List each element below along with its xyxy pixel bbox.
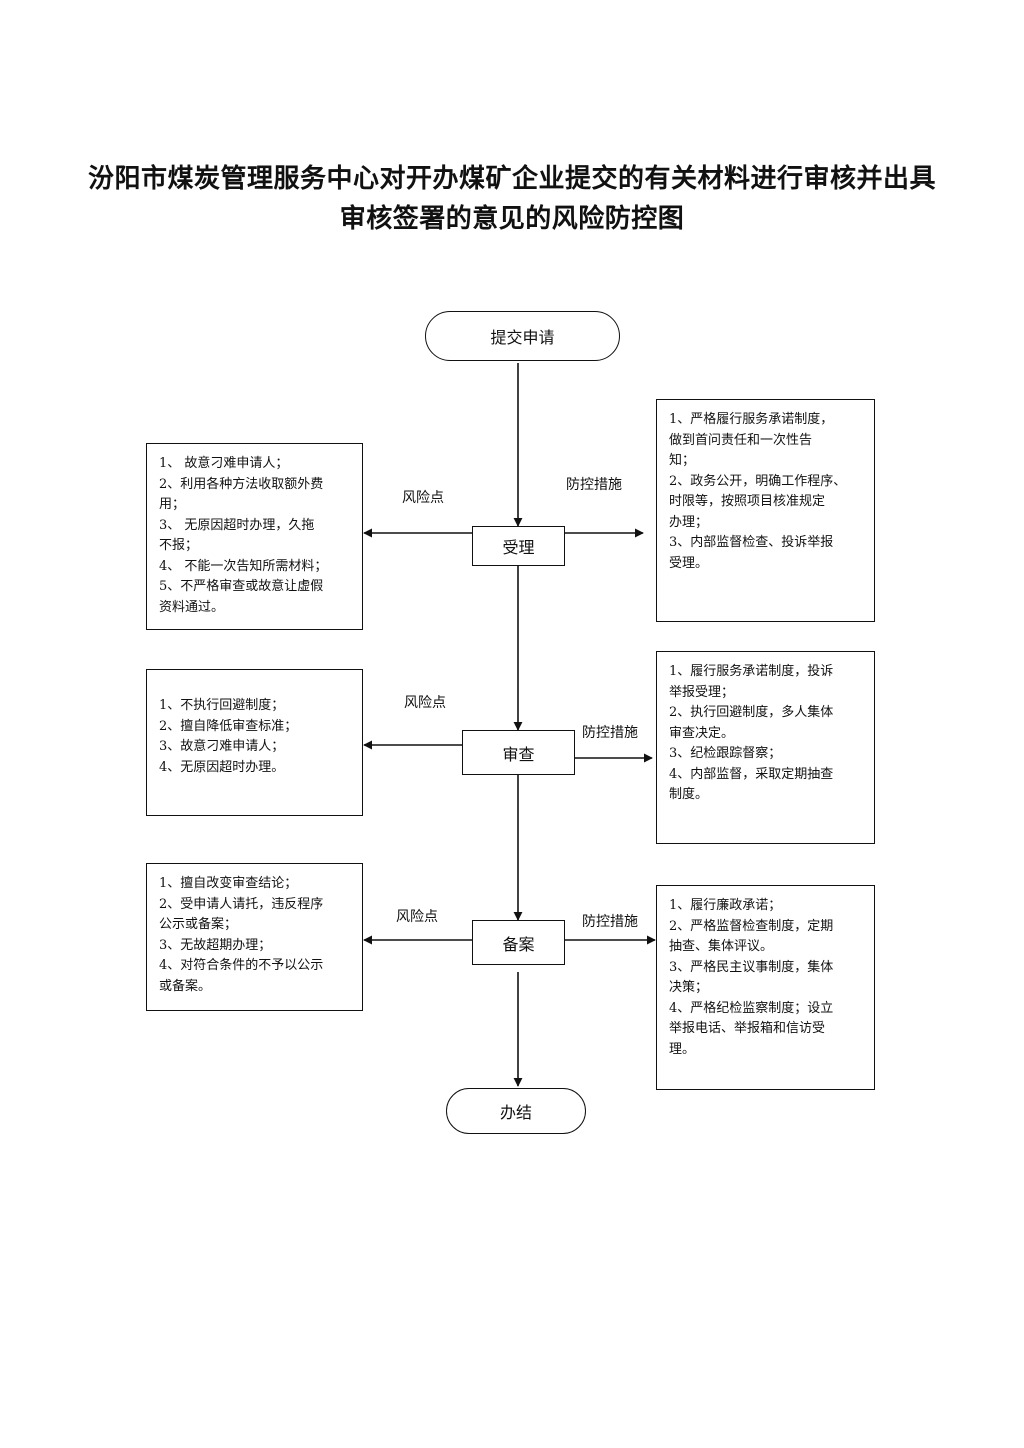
list-item: 1、擅自改变审查结论； <box>159 876 298 891</box>
list-item: 制度。 <box>669 787 709 802</box>
list-item: 4、对符合条件的不予以公示 <box>159 958 324 973</box>
list-item: 时限等，按照项目核准规定 <box>669 494 826 509</box>
list-item: 决策； <box>669 980 709 995</box>
list-item: 1、 故意刁难申请人； <box>159 456 289 471</box>
list-item: 1、严格履行服务承诺制度， <box>669 412 834 427</box>
list-item: 受理。 <box>669 555 709 571</box>
accept-risk-label: 风险点 <box>402 490 444 506</box>
list-item: 4、无原因超时办理。 <box>159 759 285 775</box>
list-item: 2、政务公开，明确工作程序、 <box>669 473 847 489</box>
list-item: 3、严格民主议事制度，集体 <box>669 959 834 975</box>
list-item: 5、不严格审查或故意让虚假 <box>159 579 324 594</box>
list-item: 4、 不能一次告知所需材料； <box>159 558 328 574</box>
list-item: 2、受申请人请托，违反程序 <box>159 896 324 912</box>
accept-control-box: 1、严格履行服务承诺制度， 做到首问责任和一次性告知； 2、政务公开，明确工作程序、… <box>656 399 875 622</box>
record-risk-box: 1、擅自改变审查结论； 2、受申请人请托，违反程序公示或备案； 3、无故超期办理； 4… <box>146 863 363 1011</box>
list-item: 2、擅自降低审查标准； <box>159 718 298 734</box>
list-item: 资料通过。 <box>159 599 225 615</box>
review-risk-label: 风险点 <box>404 695 446 711</box>
list-item: 3、无故超期办理； <box>159 937 272 953</box>
accept-control-label: 防控措施 <box>566 477 622 493</box>
list-item: 做到首问责任和一次性告 <box>669 432 813 448</box>
list-item: 2、执行回避制度，多人集体 <box>669 705 834 720</box>
list-item: 1、履行服务承诺制度，投诉 <box>669 664 834 679</box>
end-node: 办结 <box>446 1088 586 1134</box>
review-risk-box: 1、不执行回避制度； 2、擅自降低审查标准； 3、故意刁难申请人； 4、无原因超时办理… <box>146 669 363 816</box>
list-item: 公示或备案； <box>159 917 238 932</box>
list-item: 2、利用各种方法收取额外费 <box>159 476 324 492</box>
review-control-label: 防控措施 <box>582 725 638 741</box>
list-item: 3、 无原因超时办理，久拖 <box>159 517 315 533</box>
list-item: 4、严格纪检监察制度；设立 <box>669 1000 834 1016</box>
list-item: 举报受理； <box>669 684 735 700</box>
list-item: 审查决定。 <box>669 725 735 741</box>
list-item: 3、故意刁难申请人； <box>159 739 285 754</box>
list-item: 4、内部监督，采取定期抽查 <box>669 766 834 782</box>
accept-node: 受理 <box>472 526 565 566</box>
record-risk-label: 风险点 <box>396 909 438 925</box>
list-item: 1、不执行回避制度； <box>159 698 285 713</box>
record-control-label: 防控措施 <box>582 914 638 930</box>
list-item: 3、内部监督检查、投诉举报 <box>669 535 834 550</box>
accept-risk-box: 1、 故意刁难申请人； 2、利用各种方法收取额外费用； 3、 无原因超时办理，久拖不… <box>146 443 363 630</box>
diagram-title-line-2: 审核签署的意见的风险防控图 <box>339 204 685 234</box>
list-item: 办理； <box>669 514 709 530</box>
list-item: 2、严格监督检查制度，定期 <box>669 918 834 934</box>
list-item: 3、纪检跟踪督察； <box>669 746 782 761</box>
list-item: 知； <box>669 453 696 468</box>
record-node: 备案 <box>472 920 565 965</box>
list-item: 或备案。 <box>159 978 212 994</box>
list-item: 不报； <box>159 538 199 553</box>
review-node: 审查 <box>462 730 575 775</box>
diagram-title-line-1: 汾阳市煤炭管理服务中心对开办煤矿企业提交的有关材料进行审核并出具 <box>87 164 936 194</box>
start-node: 提交申请 <box>425 311 620 361</box>
list-item: 抽查、集体评议。 <box>669 939 774 954</box>
list-item: 1、履行廉政承诺； <box>669 898 782 913</box>
list-item: 理。 <box>669 1041 696 1057</box>
list-item: 用； <box>159 497 186 512</box>
record-control-box: 1、履行廉政承诺； 2、严格监督检查制度，定期抽查、集体评议。 3、严格民主议事制度… <box>656 885 875 1090</box>
review-control-box: 1、履行服务承诺制度，投诉举报受理； 2、执行回避制度，多人集体审查决定。 3、纪检… <box>656 651 875 844</box>
list-item: 举报电话、举报箱和信访受 <box>669 1021 826 1036</box>
